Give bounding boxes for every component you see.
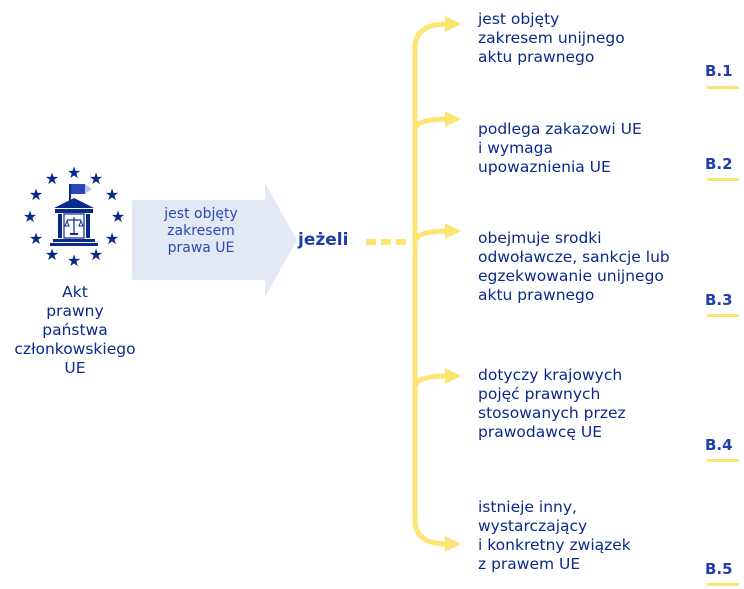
svg-text:★: ★ [105, 229, 119, 248]
svg-text:★: ★ [29, 185, 43, 204]
condition-line: i konkretny związek [478, 536, 631, 554]
condition-b2: podlega zakazowi UE i wymaga upowaznieni… [478, 120, 708, 177]
condition-line: obejmuje srodki [478, 229, 602, 247]
condition-line: upowaznienia UE [478, 158, 611, 176]
source-label-line: prawny [46, 302, 104, 320]
condition-line: stosowanych przez [478, 404, 626, 422]
condition-line: prawodawcę UE [478, 423, 603, 441]
source-label-line: UE [64, 359, 86, 377]
arrow-label-line: zakresem [167, 223, 235, 239]
condition-b5: istnieje inny, wystarczający i konkretny… [478, 498, 708, 574]
condition-line: zakresem unijnego [478, 29, 625, 47]
connector-label: jeżeli [298, 230, 349, 250]
code-b4: B.4 [705, 436, 733, 454]
condition-line: pojęć prawnych [478, 385, 601, 403]
condition-line: odwoławcze, sankcje lub [478, 248, 670, 266]
code-underlines [707, 86, 739, 586]
condition-line: istnieje inny, [478, 498, 577, 516]
dashed-connector [366, 239, 406, 245]
arrow-label-line: prawa UE [167, 240, 235, 256]
condition-line: dotyczy krajowych [478, 366, 623, 384]
eu-court-emblem-icon: ★ ★ ★ ★ ★ ★ ★ ★ ★ ★ ★ ★ [18, 162, 130, 274]
svg-text:★: ★ [45, 245, 59, 264]
svg-text:★: ★ [67, 163, 81, 182]
arrow-label: jest objęty zakresem prawa UE [136, 206, 266, 257]
bracket-arrowheads [445, 16, 461, 552]
condition-b4: dotyczy krajowych pojęć prawnych stosowa… [478, 366, 708, 442]
svg-text:★: ★ [111, 207, 125, 226]
source-label-line: Akt [62, 283, 88, 301]
source-label: Akt prawny państwa członkowskiego UE [0, 283, 150, 378]
svg-text:★: ★ [105, 185, 119, 204]
condition-line: z prawem UE [478, 555, 581, 573]
svg-text:★: ★ [67, 251, 81, 270]
condition-line: egzekwowanie unijnego [478, 267, 664, 285]
condition-b1: jest objęty zakresem unijnego aktu prawn… [478, 10, 708, 67]
svg-text:★: ★ [45, 169, 59, 188]
code-b2: B.2 [705, 155, 733, 173]
svg-text:★: ★ [89, 169, 103, 188]
condition-line: wystarczający [478, 517, 588, 535]
svg-text:★: ★ [89, 245, 103, 264]
code-b1: B.1 [705, 62, 733, 80]
bracket [412, 21, 450, 547]
condition-line: aktu prawnego [478, 286, 595, 304]
svg-text:★: ★ [29, 229, 43, 248]
condition-line: i wymaga [478, 139, 554, 157]
code-b3: B.3 [705, 291, 733, 309]
arrow-label-line: jest objęty [164, 206, 238, 222]
svg-text:★: ★ [23, 207, 37, 226]
condition-b3: obejmuje srodki odwoławcze, sankcje lub … [478, 229, 708, 305]
source-label-line: państwa [42, 321, 108, 339]
condition-line: podlega zakazowi UE [478, 120, 642, 138]
scope-arrow [132, 183, 297, 297]
condition-line: jest objęty [478, 10, 560, 28]
source-label-line: członkowskiego [14, 340, 136, 358]
condition-line: aktu prawnego [478, 48, 595, 66]
code-b5: B.5 [705, 560, 733, 578]
